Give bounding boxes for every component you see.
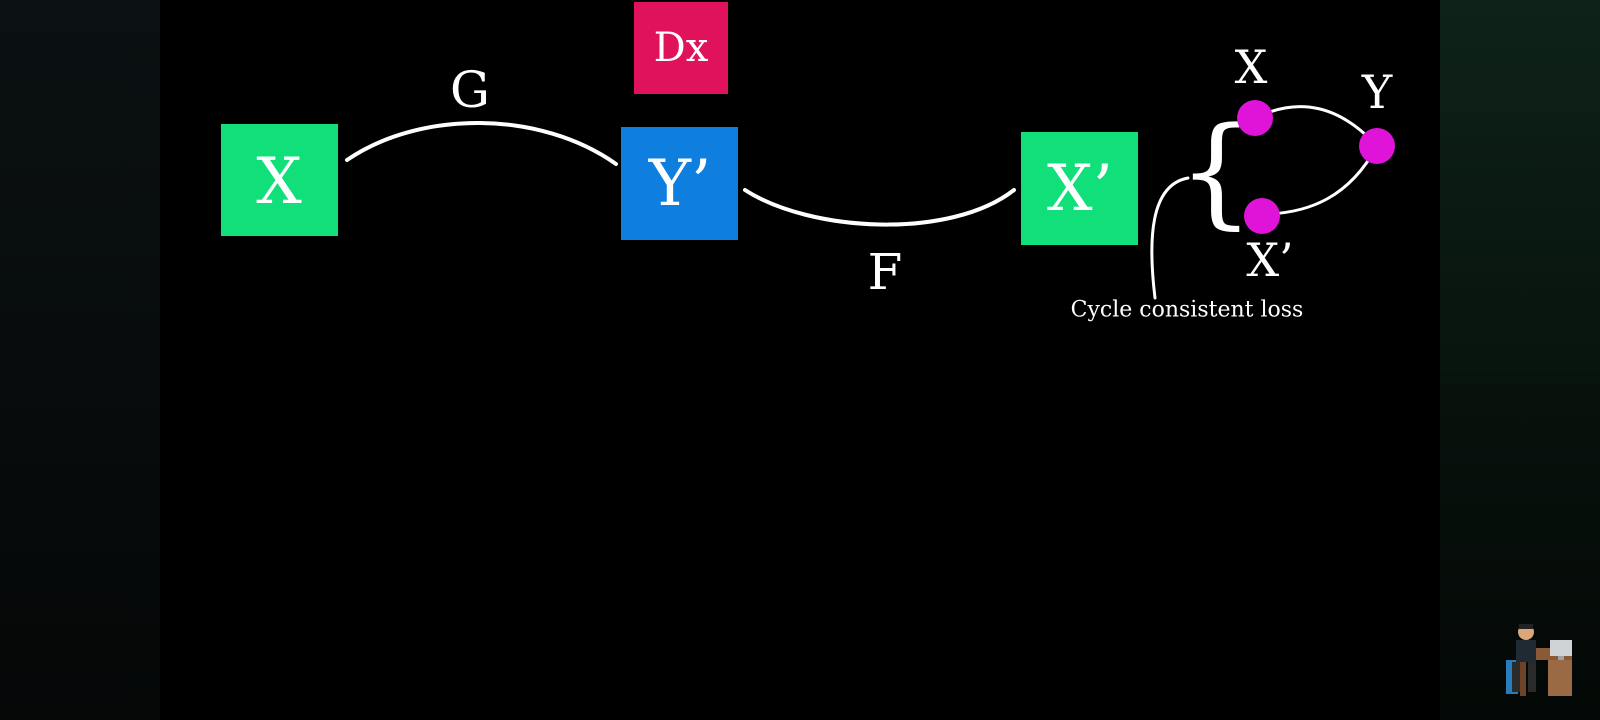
left-blurred-margin [0, 0, 160, 720]
node-y-prime: Y’ [621, 127, 738, 240]
loss-point-x-prime-label: X’ [1246, 233, 1293, 287]
loss-point-y-label: Y [1361, 65, 1393, 119]
node-y-prime-box [621, 127, 738, 240]
node-x-prime-box [1021, 132, 1138, 245]
node-dx: Dx [634, 2, 728, 94]
node-x-prime: X’ [1021, 132, 1138, 245]
loss-point-x-prime [1244, 198, 1280, 234]
loss-leader-line [1150, 176, 1190, 300]
loss-point-x [1237, 100, 1273, 136]
edge-g-label: G [450, 61, 490, 119]
loss-point-x-label: X [1235, 40, 1268, 94]
loss-caption: Cycle consistent loss [1071, 298, 1304, 323]
edge-g-curve [345, 121, 618, 166]
node-x-prime-label: X’ [1047, 152, 1113, 226]
right-blurred-margin [1440, 0, 1600, 720]
node-x-box [221, 124, 338, 236]
loss-point-y [1359, 128, 1395, 164]
node-x: X [221, 124, 338, 236]
node-x-label: X [256, 145, 302, 219]
presenter-mascot-icon [1506, 624, 1572, 696]
loss-edge-x-y [1254, 105, 1379, 148]
node-dx-box [634, 2, 728, 94]
edge-f-label: F [868, 243, 903, 301]
loss-edge-xprime-y [1261, 145, 1379, 216]
slide-canvas [160, 0, 1440, 720]
node-y-prime-label: Y’ [648, 147, 712, 221]
node-dx-label: Dx [654, 25, 709, 71]
edge-f-curve [743, 188, 1016, 227]
